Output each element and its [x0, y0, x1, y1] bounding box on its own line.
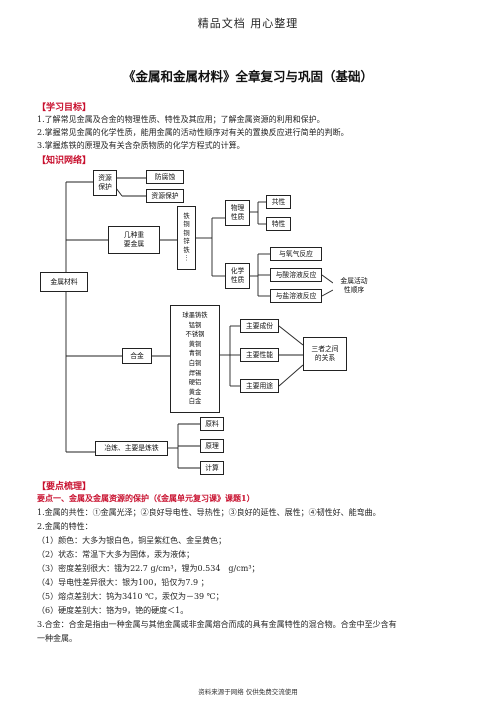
node-resource: 资源 保护: [93, 170, 117, 196]
node-metal-list: 铁 铜 铜 锌 铁 ︙: [177, 206, 196, 270]
learning-goal-item: 2.掌握常见金属的化学性质，能用金属的活动性顺序对有关的置换反应进行简单的判断。: [37, 128, 349, 137]
key-point-line: （1）颜色：大多为银白色，铜呈紫红色、金呈黄色；: [37, 536, 227, 545]
key-point-line: （6）硬度差别大：铬为9，铯的硬度＜1。: [37, 606, 189, 615]
node-characteristic: 特性: [266, 217, 291, 231]
node-resource-protection: 资源保护: [146, 189, 184, 203]
key-point-line: （2）状态：常温下大多为固体，汞为液体；: [37, 550, 195, 559]
page-header: 精品文档 用心整理: [197, 17, 299, 30]
node-usage: 主要用途: [240, 379, 279, 393]
node-chemical-property: 化学 性质: [225, 263, 250, 289]
node-commonality: 共性: [266, 195, 291, 209]
knowledge-network-heading: 【知识网络】: [37, 156, 92, 166]
learning-goals-heading: 【学习目标】: [37, 103, 92, 113]
node-raw-material: 原料: [200, 417, 224, 431]
node-composition: 主要成份: [240, 319, 279, 333]
key-point-1-title: 要点一、金属及金属资源的保护（《金属单元复习课》课题1）: [37, 493, 255, 503]
key-point-line: 2.金属的特性：: [37, 522, 93, 531]
node-calculation: 计算: [200, 461, 224, 475]
node-principle: 原理: [200, 439, 224, 453]
node-common-metals: 几种重 要金属: [108, 226, 160, 254]
learning-goal-item: 3.掌握炼铁的原理及有关含杂质物质的化学方程式的计算。: [37, 141, 245, 150]
node-alloy: 合金: [122, 348, 152, 364]
node-alloy-list: 球墨铸铁 锰钢 不锈钢 黄铜 青铜 白铜 焊锡 硬铝 黄金 白金: [170, 305, 220, 413]
node-with-oxygen: 与氧气反应: [270, 247, 322, 261]
node-smelting: 冶炼、主要是炼铁: [95, 441, 168, 456]
node-with-acid: 与酸溶液反应: [270, 268, 322, 282]
node-performance: 主要性能: [240, 348, 279, 362]
key-point-line: 一种金属。: [37, 634, 77, 643]
page-title: 《金属和金属材料》全章复习与巩固（基础）: [122, 69, 373, 84]
key-points-heading: 【要点梳理】: [37, 482, 92, 492]
node-activity-series: 金属活动 性顺序: [333, 272, 375, 300]
key-point-line: 1.金属的共性：①金属光泽；②良好导电性、导热性；③良好的延性、展性；④韧性好、…: [37, 508, 381, 517]
page-footer: 资料来源于网络 仅供免费交流使用: [198, 688, 298, 696]
node-root-metal-materials: 金属材料: [40, 272, 88, 292]
node-with-salt: 与盐溶液反应: [270, 289, 322, 303]
key-point-line: 3.合金：合金是指由一种金属与其他金属或非金属熔合而成的具有金属特性的混合物。合…: [37, 620, 397, 629]
key-point-line: （4）导电性差异很大：银为100，铅仅为7.9 ；: [37, 578, 209, 587]
node-physical-property: 物理 性质: [225, 200, 250, 226]
key-point-line: （3）密度差别很大：锇为22.7 g/cm³，锂为0.534 g/cm³；: [37, 564, 260, 573]
learning-goal-item: 1.了解常见金属及合金的物理性质、特性及其应用；了解金属资源的利用和保护。: [37, 115, 325, 124]
key-point-line: （5）熔点差别大：钨为3410 ℃，汞仅为－39 ℃；: [37, 592, 224, 601]
node-relation: 三者之间 的关系: [303, 337, 347, 371]
node-anti-corrosion: 防腐蚀: [146, 170, 184, 184]
